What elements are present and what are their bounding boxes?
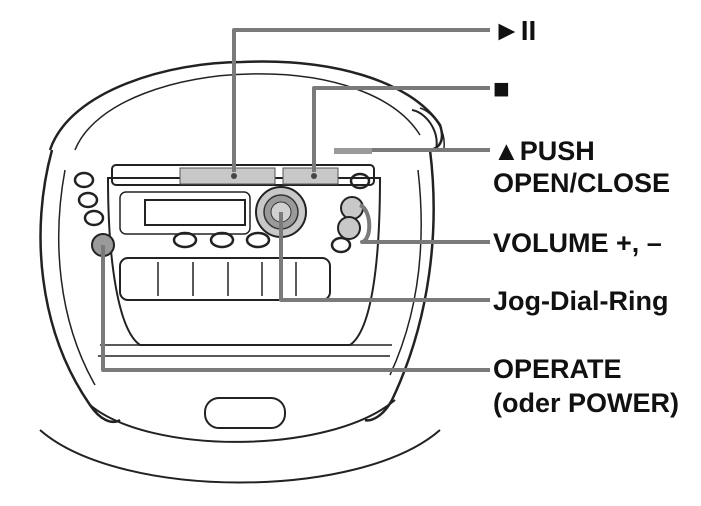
preset-button	[245, 231, 271, 249]
handle-right-2	[419, 107, 445, 149]
base-arc	[89, 399, 396, 443]
right-speaker-pod	[364, 149, 435, 422]
leader-lines	[101, 28, 490, 372]
leader-jog-dial	[279, 212, 490, 302]
handle-right	[411, 109, 438, 151]
cassette-window	[204, 397, 286, 429]
top-dome-inner	[74, 73, 421, 151]
cassette-deck	[119, 257, 331, 301]
leader-operate	[101, 245, 490, 372]
leader-stop	[312, 86, 490, 172]
left-speaker-inner	[57, 169, 96, 386]
boombox-illustration	[39, 60, 445, 484]
lcd-display	[144, 199, 246, 226]
label-push: ▲PUSH	[493, 136, 595, 166]
label-stop: ■	[493, 73, 510, 104]
base-shadow	[39, 429, 441, 484]
label-volume: VOLUME +, –	[493, 228, 662, 258]
leader-volume	[358, 203, 490, 244]
preset-button	[209, 231, 235, 249]
push-open-close-latch	[334, 148, 372, 154]
label-operate: OPERATE	[493, 354, 622, 384]
side-button	[330, 236, 352, 254]
lcd-bezel	[119, 191, 251, 235]
leader-play-pause	[232, 28, 490, 172]
play-pause-button	[179, 167, 276, 185]
volume-plus-button	[340, 196, 364, 220]
stop-button	[282, 167, 339, 185]
right-speaker-inner	[389, 169, 422, 376]
side-button	[77, 191, 99, 209]
label-play-pause: ►II	[493, 15, 536, 46]
callout-labels: ►II ■ ▲PUSH OPEN/CLOSE VOLUME +, – Jog-D…	[493, 15, 679, 418]
left-speaker-pod	[39, 149, 121, 424]
side-button	[83, 209, 105, 227]
label-jog-dial: Jog-Dial-Ring	[493, 286, 669, 316]
side-button	[349, 172, 371, 190]
label-open-close: OPEN/CLOSE	[493, 168, 670, 198]
volume-minus-button	[337, 216, 361, 240]
preset-button	[172, 231, 198, 249]
side-button	[73, 171, 95, 189]
cd-lid-strip	[111, 164, 375, 186]
label-oder-power: (oder POWER)	[493, 388, 679, 418]
